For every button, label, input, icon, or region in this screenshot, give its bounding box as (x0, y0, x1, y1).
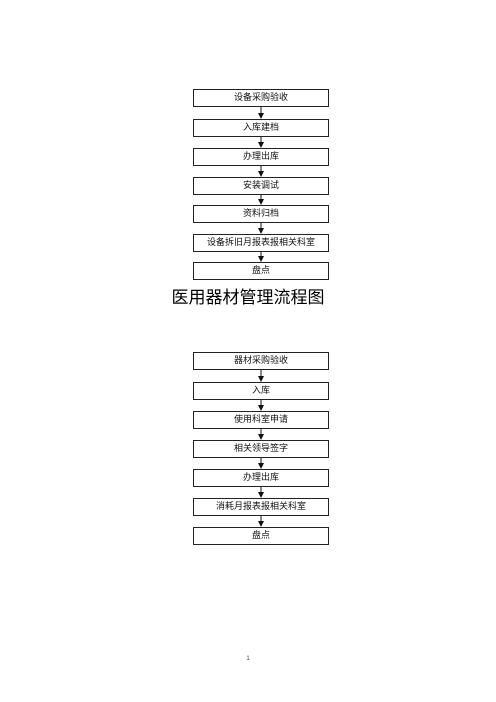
diagram-title: 医用器材管理流程图 (171, 288, 325, 308)
flow1-step-6: 设备拆旧月报表报相关科室 (193, 234, 329, 252)
flow1-step-5: 资料归档 (193, 205, 329, 223)
flow2-step-4: 相关领导签字 (193, 440, 329, 458)
flow2-step-1: 器材采购验收 (193, 352, 329, 370)
flow2-step-7: 盘点 (193, 527, 329, 545)
flow1-step-3: 办理出库 (193, 148, 329, 166)
flow1-step-4: 安装调试 (193, 177, 329, 195)
flow2-step-2: 入库 (193, 382, 329, 400)
flow2-step-5: 办理出库 (193, 469, 329, 487)
page-number: 1 (246, 656, 250, 662)
flow1-step-1: 设备采购验收 (193, 89, 329, 107)
flow2-step-3: 使用科室申请 (193, 411, 329, 429)
flow1-step-7: 盘点 (193, 262, 329, 280)
flow2-step-6: 消耗月报表报相关科室 (193, 498, 329, 516)
flow1-step-2: 入库建档 (193, 119, 329, 137)
